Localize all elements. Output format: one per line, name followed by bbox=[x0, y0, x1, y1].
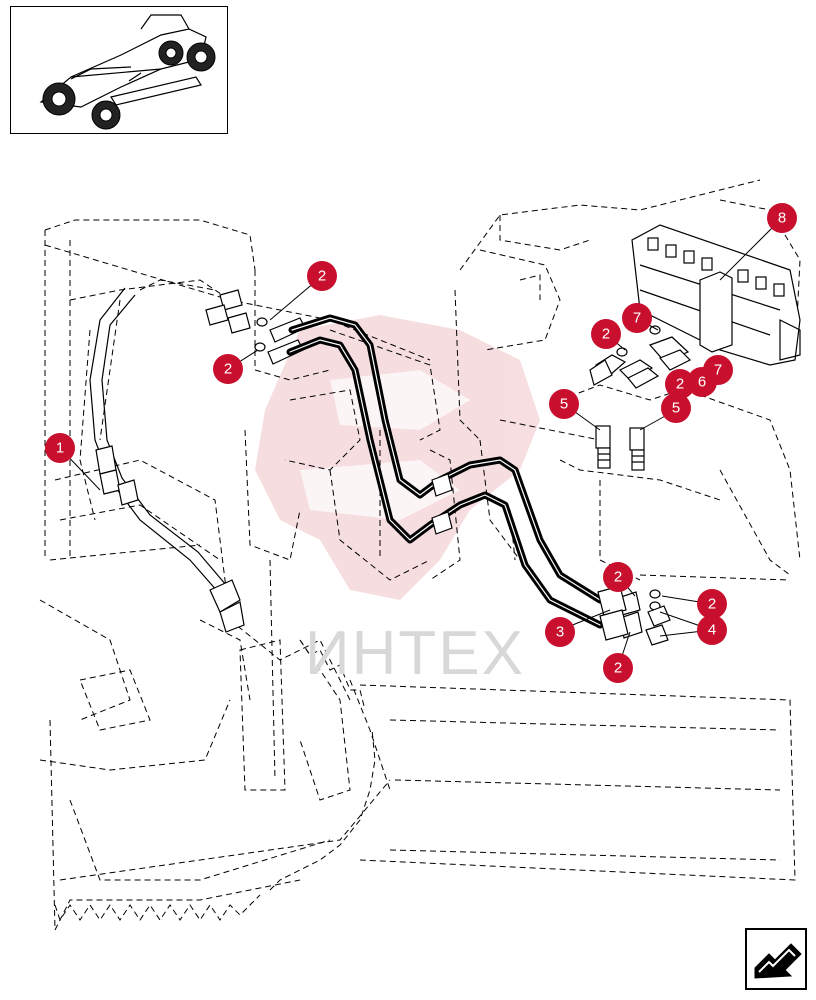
svg-text:2: 2 bbox=[708, 596, 716, 613]
callout-2-left[interactable]: 2 bbox=[213, 354, 243, 384]
callout-5-left[interactable]: 5 bbox=[549, 389, 579, 419]
callout-3[interactable]: 3 bbox=[545, 617, 575, 647]
svg-text:5: 5 bbox=[672, 400, 680, 417]
blade-cutting-edge bbox=[54, 639, 376, 922]
callout-2-hose-bottom[interactable]: 2 bbox=[603, 653, 633, 683]
callout-4[interactable]: 4 bbox=[697, 615, 727, 645]
svg-text:5: 5 bbox=[560, 396, 568, 413]
callout-2-valve-left[interactable]: 2 bbox=[591, 319, 621, 349]
svg-text:4: 4 bbox=[708, 622, 716, 639]
svg-text:6: 6 bbox=[698, 374, 706, 391]
callout-2-hose-top[interactable]: 2 bbox=[603, 562, 633, 592]
callout-7-lower[interactable]: 7 bbox=[703, 355, 733, 385]
left-hydraulic-line bbox=[89, 287, 245, 633]
svg-text:2: 2 bbox=[614, 569, 622, 586]
part-callouts: 1 2 2 3 2 2 4 2 5 5 2 7 bbox=[45, 203, 797, 683]
next-page-button[interactable] bbox=[745, 928, 807, 990]
cylinder-fittings bbox=[205, 289, 306, 365]
svg-text:7: 7 bbox=[633, 310, 641, 327]
callout-1[interactable]: 1 bbox=[45, 433, 75, 463]
callout-2-elbow[interactable]: 2 bbox=[697, 589, 727, 619]
motor-grader-thumbnail-icon bbox=[39, 14, 216, 130]
svg-text:2: 2 bbox=[318, 268, 326, 285]
machine-thumbnail bbox=[10, 6, 228, 134]
svg-text:2: 2 bbox=[614, 660, 622, 677]
main-hoses bbox=[286, 314, 629, 641]
adapter-fittings bbox=[595, 425, 645, 471]
svg-text:8: 8 bbox=[778, 210, 786, 227]
svg-text:2: 2 bbox=[602, 326, 610, 343]
callout-2-upper[interactable]: 2 bbox=[307, 261, 337, 291]
svg-text:2: 2 bbox=[224, 361, 232, 378]
svg-text:2: 2 bbox=[676, 376, 684, 393]
callout-8[interactable]: 8 bbox=[767, 203, 797, 233]
svg-text:1: 1 bbox=[56, 440, 64, 457]
valve-fittings bbox=[589, 325, 692, 389]
svg-text:7: 7 bbox=[714, 362, 722, 379]
callout-7-upper[interactable]: 7 bbox=[622, 303, 652, 333]
callout-5-right[interactable]: 5 bbox=[661, 393, 691, 423]
callout-2-valve-right[interactable]: 2 bbox=[665, 369, 695, 399]
elbow-fittings bbox=[617, 589, 671, 646]
watermark-text: ИНТЕХ bbox=[305, 619, 525, 688]
next-page-arrow-icon bbox=[754, 943, 802, 979]
control-valve-bank bbox=[631, 224, 801, 366]
svg-text:3: 3 bbox=[556, 624, 564, 641]
